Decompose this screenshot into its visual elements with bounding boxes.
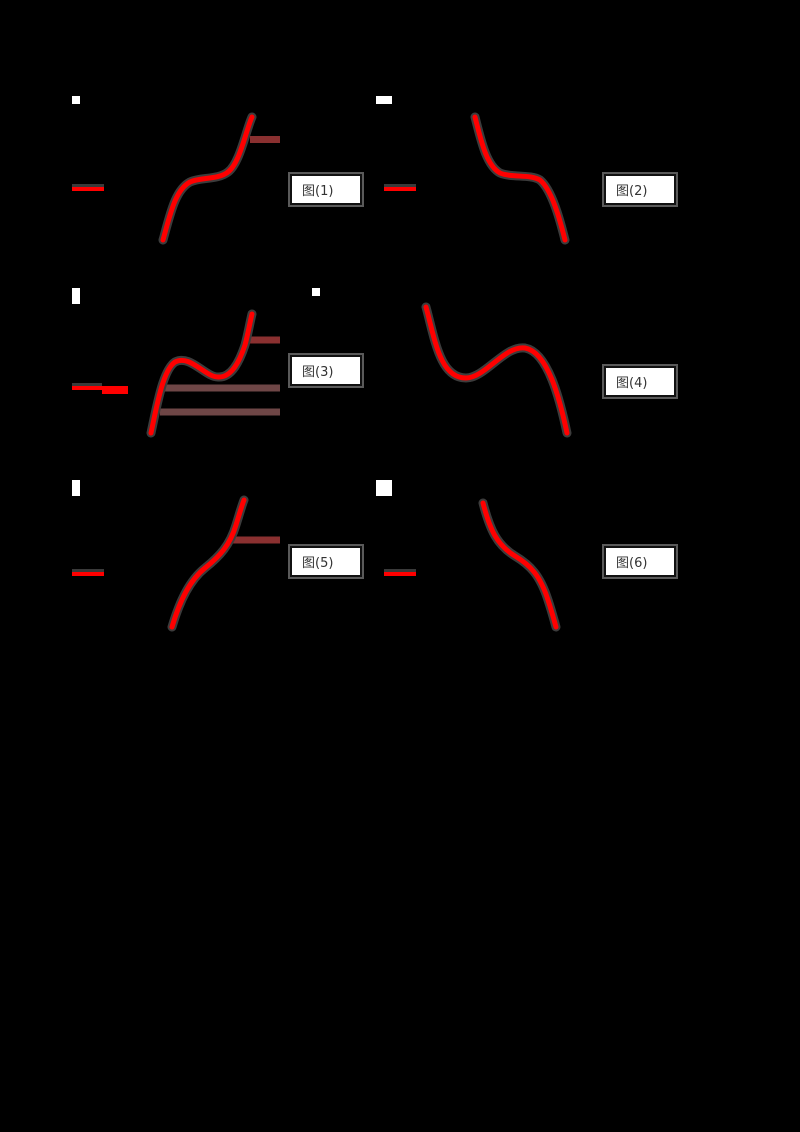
figure-label-text: 图(5) bbox=[302, 556, 334, 571]
figure-3-bar-1 bbox=[250, 336, 280, 344]
figure-3-legend-dash bbox=[72, 383, 128, 394]
curves-layer bbox=[146, 112, 572, 632]
figure-2-legend-dash bbox=[384, 184, 416, 191]
figure-label-3: 图(3) bbox=[288, 353, 364, 388]
figure-1-legend-dash bbox=[72, 184, 104, 191]
legend-dash-thick bbox=[102, 386, 128, 394]
figure-6-curve bbox=[480, 500, 559, 630]
figure-1-bar-1 bbox=[250, 136, 280, 143]
figure-6-marker bbox=[376, 480, 392, 496]
figure-label-4: 图(4) bbox=[602, 364, 678, 399]
figure-5-legend-dash bbox=[72, 569, 104, 576]
figure-5-bar-1 bbox=[232, 536, 280, 544]
figure-2-curve bbox=[472, 114, 568, 243]
figure-1-curve bbox=[160, 114, 255, 243]
figure-3-curve bbox=[148, 311, 255, 436]
figure-label-6: 图(6) bbox=[602, 544, 678, 579]
figure-label-text: 图(2) bbox=[616, 184, 648, 199]
figure-3-bar-3 bbox=[160, 408, 280, 416]
legend-dash-shadow bbox=[384, 184, 416, 187]
figure-3-bar-2 bbox=[164, 384, 280, 392]
figure-3-marker bbox=[72, 288, 80, 304]
legend-dash-shadow bbox=[72, 383, 102, 386]
figure-3-marker-2 bbox=[312, 288, 320, 296]
figure-label-text: 图(3) bbox=[302, 365, 334, 380]
bars-layer bbox=[160, 136, 280, 544]
figure-6-legend-dash bbox=[384, 569, 416, 576]
figure-4-curve bbox=[423, 304, 570, 436]
legend-dash-shadow bbox=[72, 569, 104, 572]
figure-label-text: 图(1) bbox=[302, 184, 334, 199]
figure-5-marker bbox=[72, 480, 80, 496]
figure-2-marker bbox=[376, 96, 392, 104]
figure-5-curve bbox=[169, 497, 247, 630]
figure-label-text: 图(4) bbox=[616, 376, 648, 391]
legend-dash-shadow bbox=[384, 569, 416, 572]
figure-label-1: 图(1) bbox=[288, 172, 364, 207]
figure-label-2: 图(2) bbox=[602, 172, 678, 207]
figure-label-5: 图(5) bbox=[288, 544, 364, 579]
figure-1-marker bbox=[72, 96, 80, 104]
figure-label-text: 图(6) bbox=[616, 556, 648, 571]
legend-dash-shadow bbox=[72, 184, 104, 187]
